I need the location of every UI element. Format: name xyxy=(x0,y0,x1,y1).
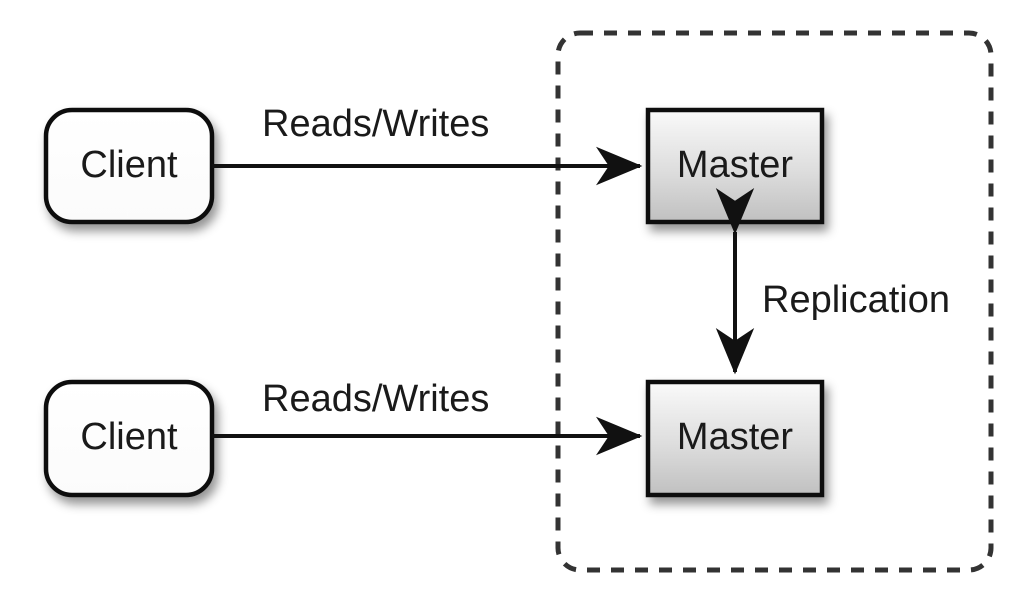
client-top-label: Client xyxy=(80,144,178,186)
master-bottom-shape xyxy=(645,379,825,498)
replication-cluster-boundary xyxy=(555,30,994,573)
client-bottom-shape xyxy=(43,379,215,498)
edge-replication: Replication xyxy=(715,188,950,375)
node-client-top[interactable]: Client xyxy=(43,107,215,225)
node-client-bottom[interactable]: Client xyxy=(43,379,215,498)
node-master-top[interactable]: Master xyxy=(645,107,825,225)
client-bottom-label: Client xyxy=(80,416,178,458)
master-top-label: Master xyxy=(677,144,793,186)
edge-replication-label: Replication xyxy=(762,279,950,321)
edge-reads-writes-bottom: Reads/Writes xyxy=(212,378,643,456)
edge-reads-writes-top: Reads/Writes xyxy=(212,103,643,186)
master-bottom-label: Master xyxy=(677,416,793,458)
edge-reads-writes-top-label: Reads/Writes xyxy=(262,103,489,145)
edge-reads-writes-bottom-label: Reads/Writes xyxy=(262,378,489,420)
node-master-bottom[interactable]: Master xyxy=(645,379,825,498)
